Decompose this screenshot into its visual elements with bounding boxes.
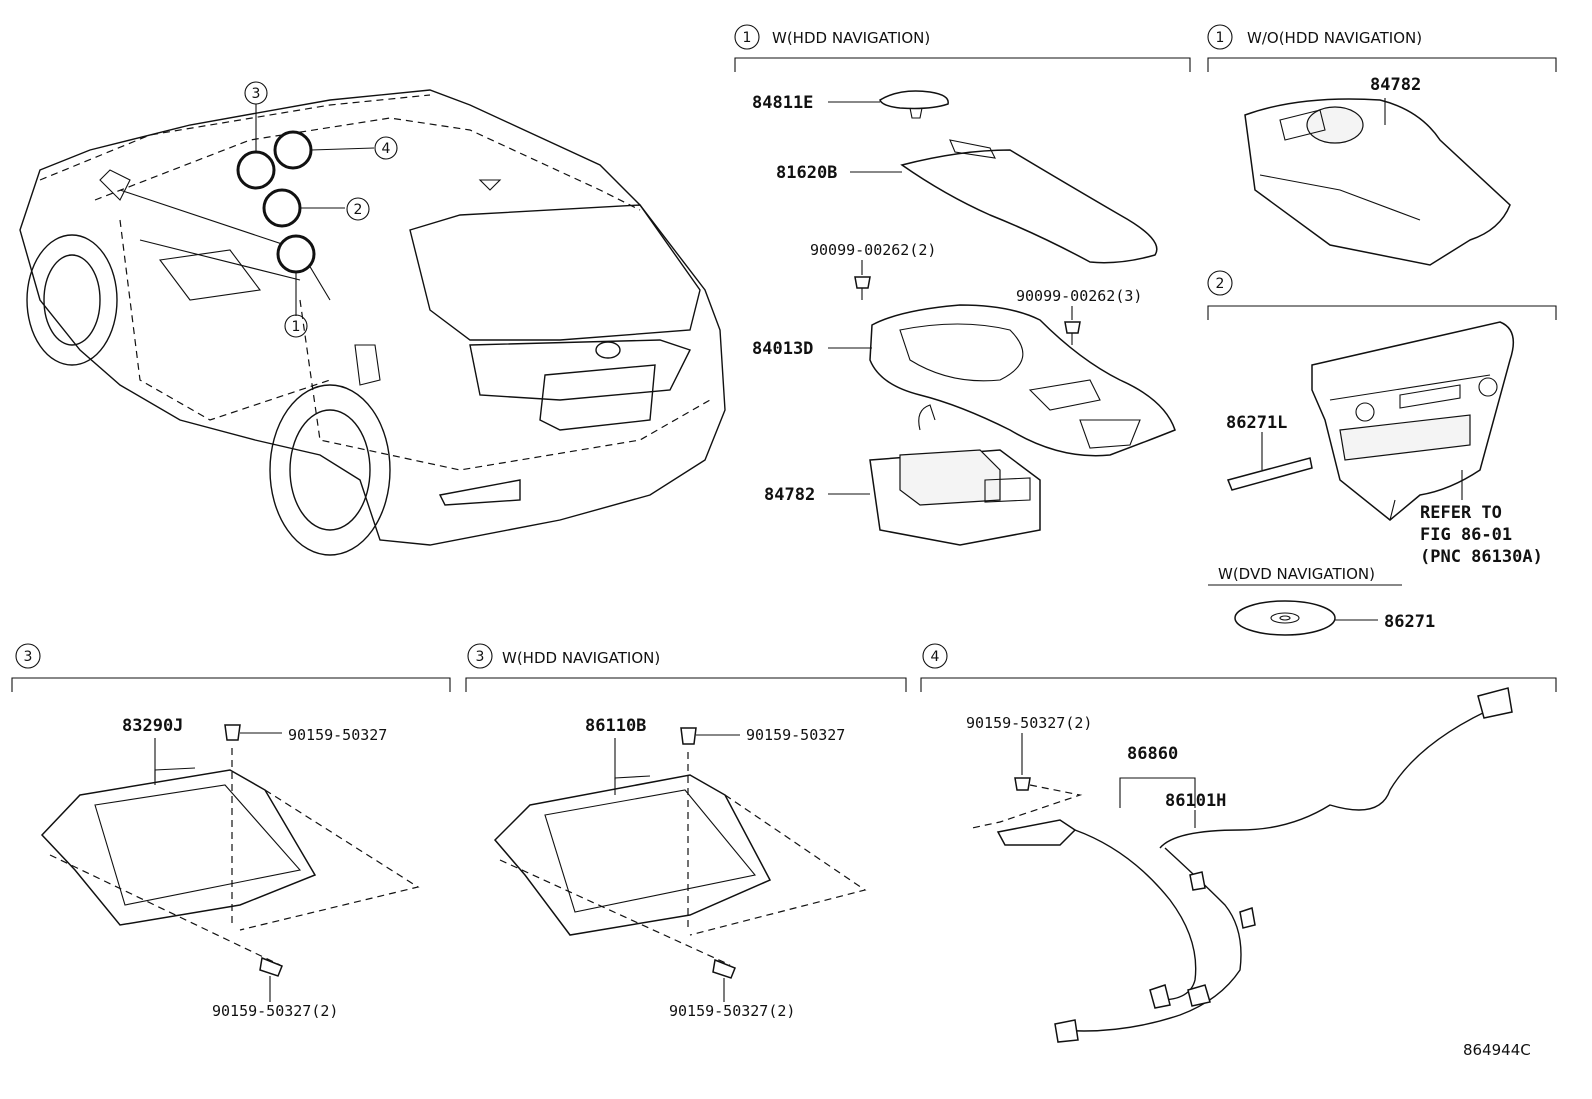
section-3-header: 3 bbox=[11, 643, 451, 692]
section-1-wo-hdd-header: 1 W/O(HDD NAVIGATION) bbox=[1207, 24, 1557, 72]
part-number: 84013D bbox=[752, 339, 813, 359]
part-number: 90099-00262(2) bbox=[810, 241, 936, 259]
section-1-hdd-header: 1 W(HDD NAVIGATION) bbox=[734, 24, 1191, 72]
section-4-header: 4 bbox=[920, 643, 1557, 692]
part-number: 90099-00262(3) bbox=[1016, 287, 1142, 305]
refer-line-2: FIG 86-01 bbox=[1420, 525, 1512, 545]
vehicle-callout-4: 4 bbox=[382, 141, 391, 157]
section-3-hdd-header: 3 W(HDD NAVIGATION) bbox=[465, 643, 907, 692]
section-title: W(DVD NAVIGATION) bbox=[1218, 565, 1375, 583]
part-number-bolt: 90159-50327(2) bbox=[669, 1002, 795, 1020]
section-badge: 3 bbox=[476, 649, 485, 665]
part-number-bolt: 90159-50327 bbox=[288, 726, 387, 744]
part-83290J-display: 83290J 90159-50327 90159-50327(2) bbox=[40, 716, 420, 1020]
section-badge: 1 bbox=[1216, 30, 1225, 46]
part-84811E: 84811E bbox=[752, 90, 949, 119]
section-2-dvd-header: W(DVD NAVIGATION) bbox=[1208, 565, 1402, 586]
part-number-bolt: 90159-50327(2) bbox=[212, 1002, 338, 1020]
part-90099-00262-3: 90099-00262(3) bbox=[1016, 287, 1142, 345]
section-title: W(HDD NAVIGATION) bbox=[772, 29, 930, 47]
part-number-bolt: 90159-50327 bbox=[746, 726, 845, 744]
section-title: W/O(HDD NAVIGATION) bbox=[1247, 29, 1422, 47]
part-audio-panel bbox=[1311, 321, 1515, 521]
part-number-bolt: 90159-50327(2) bbox=[966, 714, 1092, 732]
part-number: 86271 bbox=[1384, 612, 1435, 632]
vehicle-callout-3: 3 bbox=[252, 86, 261, 102]
part-90099-00262-2: 90099-00262(2) bbox=[810, 241, 936, 300]
part-number: 86101H bbox=[1165, 791, 1226, 811]
section-title: W(HDD NAVIGATION) bbox=[502, 649, 660, 667]
section-badge: 3 bbox=[24, 649, 33, 665]
part-number: 83290J bbox=[122, 716, 183, 736]
diagram-id: 864944C bbox=[1463, 1041, 1531, 1059]
refer-note: REFER TO FIG 86-01 (PNC 86130A) bbox=[1420, 470, 1543, 567]
part-number: 84782 bbox=[764, 485, 815, 505]
part-84782-module: 84782 bbox=[764, 404, 1041, 546]
section-badge: 1 bbox=[743, 30, 752, 46]
section-badge: 2 bbox=[1216, 276, 1225, 292]
vehicle-callout-1: 1 bbox=[292, 319, 301, 335]
part-number: 81620B bbox=[776, 163, 837, 183]
part-number: 86860 bbox=[1127, 744, 1178, 764]
part-number: 84811E bbox=[752, 93, 813, 113]
part-number: 86271L bbox=[1226, 413, 1287, 433]
part-81620B: 81620B bbox=[776, 139, 1158, 264]
section-badge: 4 bbox=[931, 649, 940, 665]
vehicle-illustration: 3 4 2 1 bbox=[19, 81, 726, 556]
refer-line-3: (PNC 86130A) bbox=[1420, 547, 1543, 567]
part-84013D: 84013D bbox=[752, 304, 1176, 457]
part-86271L: 86271L bbox=[1226, 413, 1313, 491]
part-number: 86110B bbox=[585, 716, 646, 736]
refer-line-1: REFER TO bbox=[1420, 503, 1502, 523]
part-84782-controller: 84782 bbox=[1244, 75, 1511, 266]
part-86860-86101H-harness: 90159-50327(2) 86860 86101H bbox=[966, 687, 1513, 1043]
part-86110B-display: 86110B 90159-50327 90159-50327(2) bbox=[493, 716, 867, 1020]
vehicle-callout-2: 2 bbox=[354, 202, 363, 218]
part-86271-disc: 86271 bbox=[1234, 600, 1435, 636]
part-number: 84782 bbox=[1370, 75, 1421, 95]
section-2-header: 2 bbox=[1207, 270, 1557, 320]
